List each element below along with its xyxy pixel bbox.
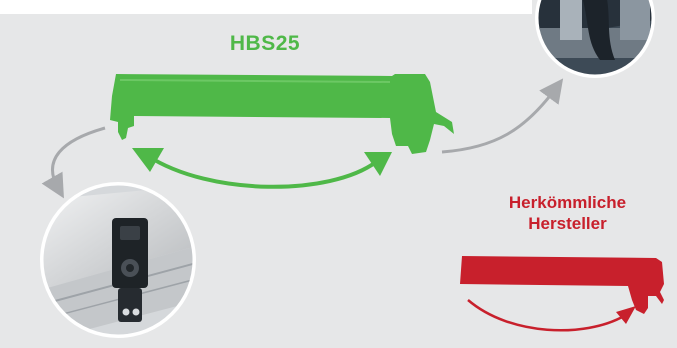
competitor-title-line2: Hersteller xyxy=(528,214,607,233)
green-clamp-icon xyxy=(110,74,454,154)
detail-photo-bottom-left xyxy=(40,182,196,338)
top-white-strip xyxy=(0,0,532,14)
single-arrow-icon xyxy=(467,299,636,332)
product-title: HBS25 xyxy=(229,32,301,55)
detail-photo-top-right xyxy=(535,0,655,78)
connector-left-arrow xyxy=(41,126,106,199)
double-arrow-icon xyxy=(132,148,392,189)
competitor-title-line1: Herkömmliche xyxy=(508,193,627,212)
red-clamp-icon xyxy=(460,256,664,314)
connector-right-arrow xyxy=(441,78,564,154)
competitor-title: Herkömmliche Hersteller xyxy=(470,192,665,234)
